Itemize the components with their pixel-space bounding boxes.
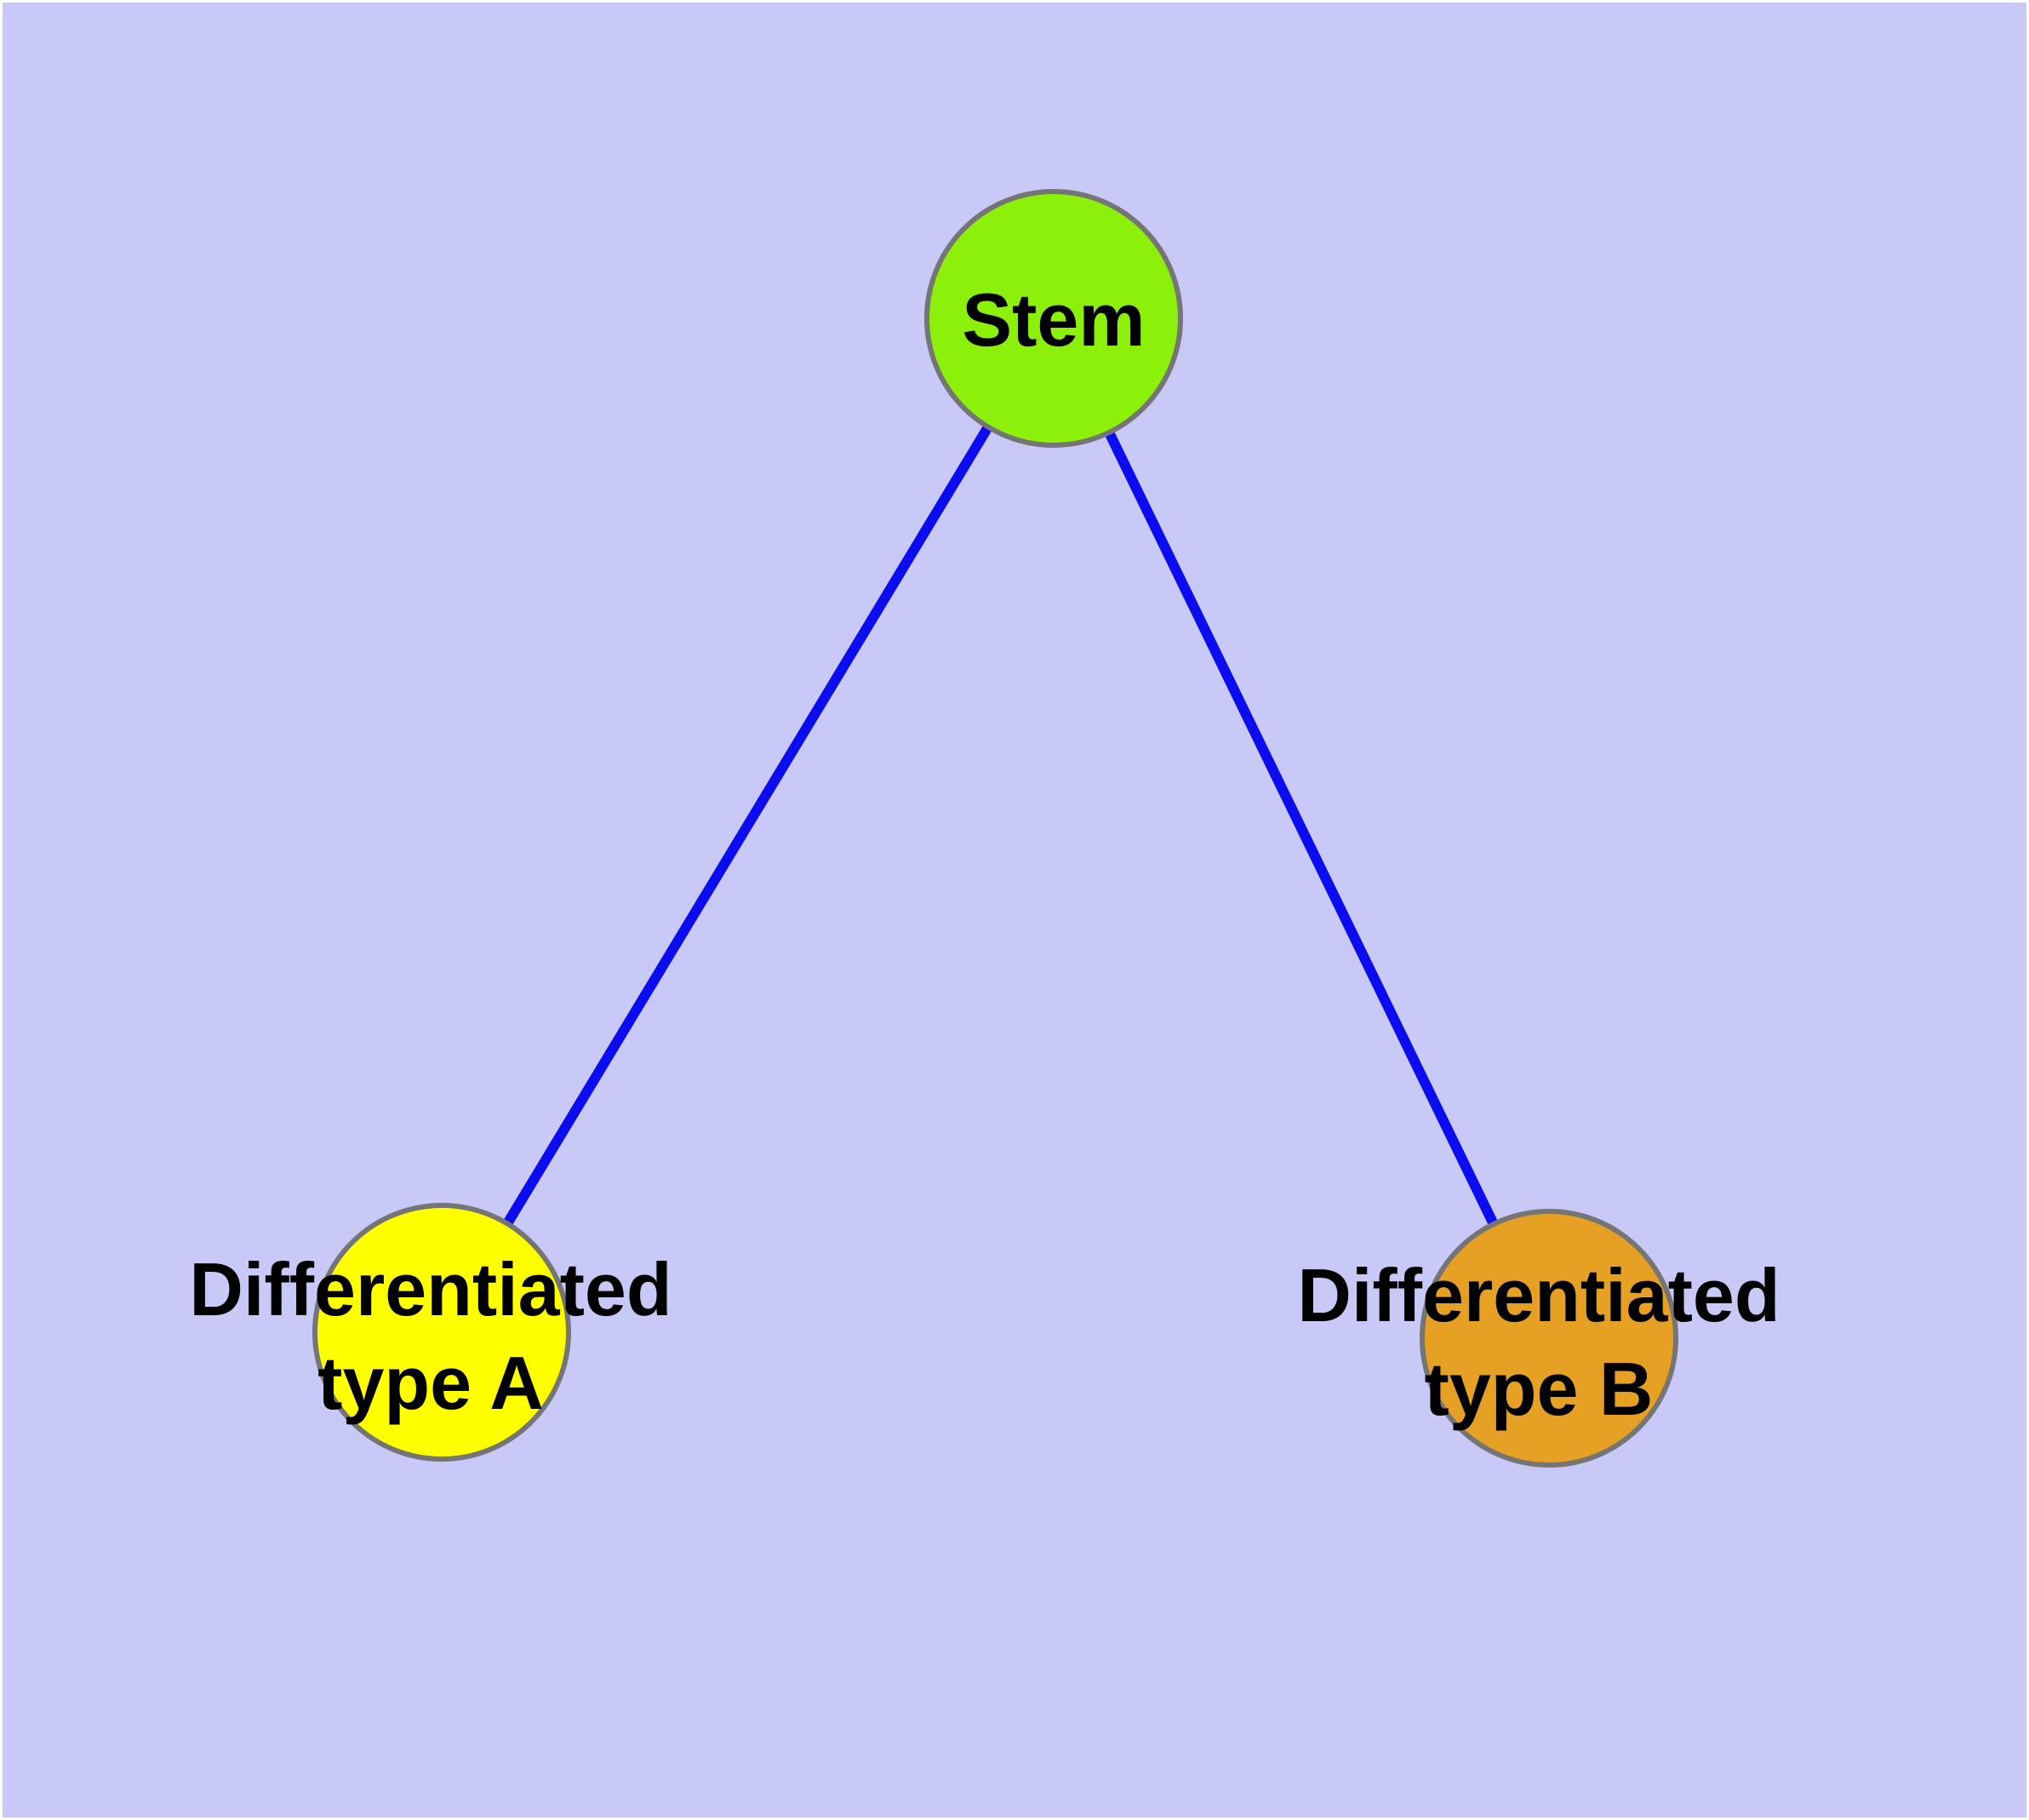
edge-group bbox=[437, 315, 1554, 1341]
node-type-a-label-line1: Differentiated bbox=[189, 1247, 672, 1331]
node-stem bbox=[924, 189, 1183, 448]
edge-stem-to-type-b bbox=[1049, 316, 1554, 1341]
node-type-b-label-line1: Differentiated bbox=[1297, 1253, 1780, 1337]
edge-stem-to-type-a bbox=[437, 315, 1059, 1336]
label-group: Stem Differentiated type A Differentiate… bbox=[189, 278, 1780, 1431]
node-type-b-label-line2: type B bbox=[1425, 1347, 1654, 1431]
node-differentiated-type-a bbox=[312, 1203, 571, 1462]
node-type-a-label-line2: type A bbox=[317, 1341, 544, 1425]
node-stem-label: Stem bbox=[962, 278, 1145, 362]
node-group bbox=[312, 189, 1678, 1468]
node-differentiated-type-b bbox=[1420, 1209, 1678, 1468]
